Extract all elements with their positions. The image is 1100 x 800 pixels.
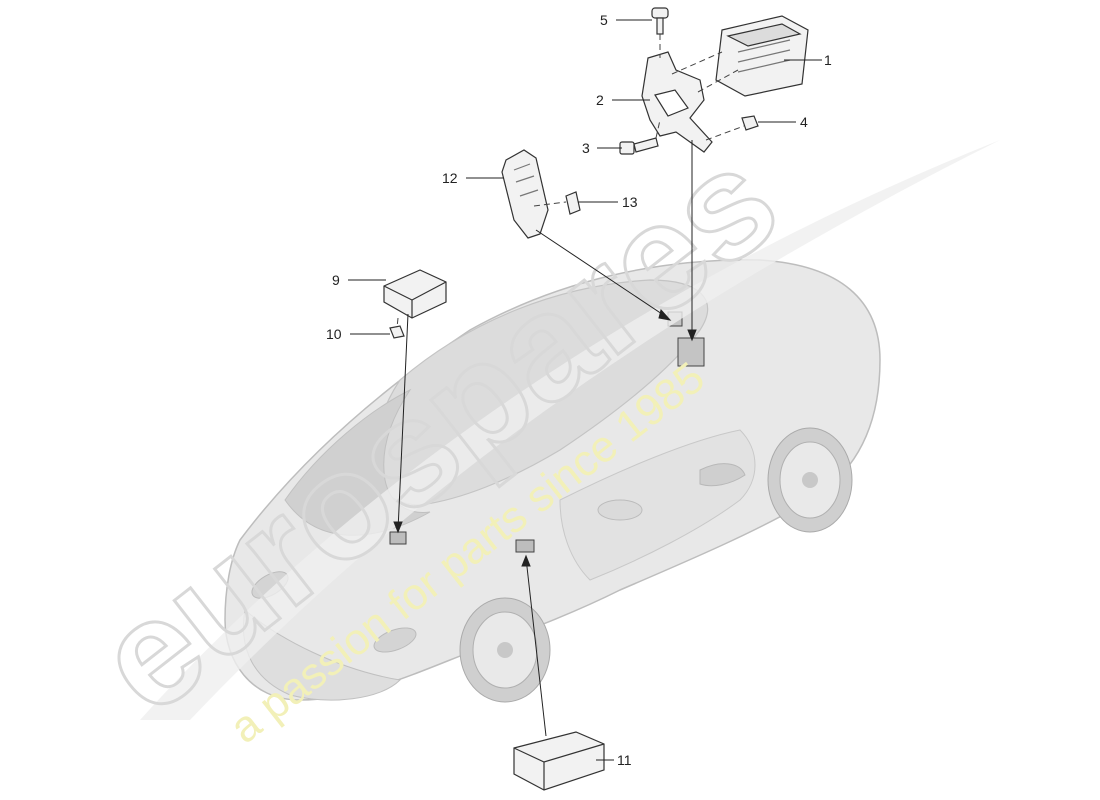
callout-13: 13 (622, 194, 638, 210)
part-1-control-unit (715, 15, 809, 97)
part-5-screw (651, 7, 669, 35)
part-2-bracket (641, 51, 713, 153)
car-side-intake (699, 463, 746, 487)
part-13-plug (565, 191, 581, 215)
callout-12: 12 (442, 170, 458, 186)
part-9-module (383, 269, 447, 319)
car-rear-wheel (767, 427, 853, 533)
part-12-module (501, 149, 549, 239)
car-front-wheel (459, 597, 551, 703)
watermark-swoosh (140, 140, 1000, 720)
callout-10: 10 (326, 326, 342, 342)
callout-5: 5 (600, 12, 608, 28)
part-4-nut (741, 115, 759, 131)
callout-labels: 1 2 3 4 5 9 10 11 12 13 (326, 12, 832, 768)
callout-4: 4 (800, 114, 808, 130)
part-10-nut (389, 325, 405, 339)
callout-1: 1 (824, 52, 832, 68)
part-3-bolt (619, 137, 659, 155)
callout-2: 2 (596, 92, 604, 108)
part-11-control-unit (513, 731, 605, 791)
leader-lines (348, 19, 822, 761)
callout-11: 11 (617, 752, 632, 768)
callout-9: 9 (332, 272, 340, 288)
parts (383, 7, 809, 791)
car-headlight-right (373, 627, 417, 653)
installed-module-center (515, 539, 535, 553)
installed-module-rear (677, 337, 705, 367)
car-mirror (597, 499, 643, 521)
callout-3: 3 (582, 140, 590, 156)
car-front-bumper (243, 609, 402, 701)
